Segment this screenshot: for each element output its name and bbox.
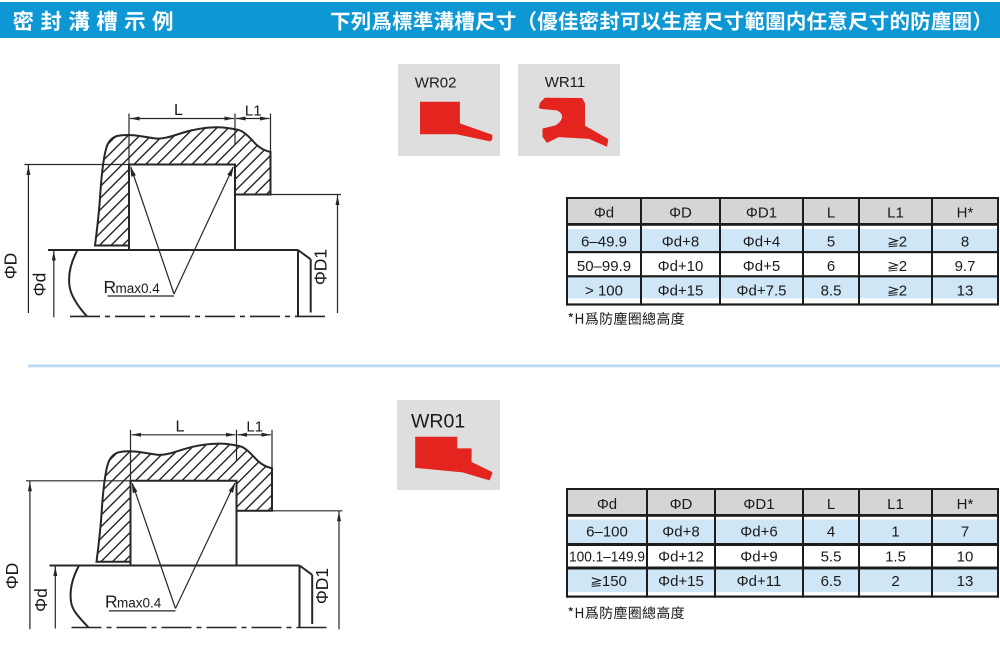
svg-text:WR11: WR11	[545, 74, 586, 91]
svg-text:L: L	[176, 418, 185, 435]
svg-text:5: 5	[827, 234, 835, 251]
svg-text:R: R	[105, 592, 118, 612]
svg-text:4: 4	[827, 524, 835, 541]
svg-text:Φd+11: Φd+11	[737, 573, 782, 590]
svg-text:Φd: Φd	[29, 273, 49, 297]
svg-text:Φd+8: Φd+8	[662, 234, 699, 251]
svg-text:8: 8	[961, 234, 969, 251]
svg-text:ΦD1: ΦD1	[311, 249, 331, 285]
svg-text:max0.4: max0.4	[117, 596, 162, 611]
svg-text:1: 1	[891, 524, 899, 541]
svg-text:Φd: Φd	[31, 588, 51, 612]
svg-text:ΦD: ΦD	[2, 563, 22, 590]
svg-text:ΦD: ΦD	[0, 253, 20, 280]
svg-text:> 100: > 100	[585, 282, 623, 299]
svg-text:Φd+8: Φd+8	[662, 524, 699, 541]
svg-text:150: 150	[602, 573, 627, 590]
svg-text:Φd: Φd	[594, 205, 614, 222]
svg-text:7: 7	[961, 524, 969, 541]
svg-text:max0.4: max0.4	[116, 281, 161, 296]
svg-text:6–49.9: 6–49.9	[581, 234, 627, 251]
svg-text:H*: H*	[957, 205, 974, 222]
svg-text:L: L	[827, 496, 835, 513]
svg-text:Φd+4: Φd+4	[743, 234, 780, 251]
svg-text:2: 2	[899, 234, 907, 251]
svg-text:Φd+10: Φd+10	[658, 258, 704, 275]
svg-text:L: L	[827, 205, 835, 222]
svg-text:9.7: 9.7	[955, 258, 976, 275]
svg-text:6: 6	[827, 258, 835, 275]
svg-text:2: 2	[891, 573, 899, 590]
svg-text:8.5: 8.5	[821, 282, 842, 299]
svg-text:L1: L1	[245, 102, 262, 119]
svg-text:L: L	[174, 102, 183, 119]
svg-text:2: 2	[899, 258, 907, 275]
svg-text:13: 13	[957, 282, 974, 299]
svg-text:H*: H*	[957, 496, 974, 513]
svg-text:Φd+12: Φd+12	[658, 549, 704, 566]
svg-text:Φd+9: Φd+9	[740, 549, 777, 566]
svg-text:R: R	[104, 277, 117, 297]
svg-text:5.5: 5.5	[821, 549, 842, 566]
svg-text:ΦD1: ΦD1	[743, 496, 774, 513]
svg-text:WR01: WR01	[411, 411, 465, 433]
svg-text:100.1–149.9: 100.1–149.9	[569, 549, 645, 566]
svg-text:2: 2	[899, 282, 907, 299]
svg-text:Φd+15: Φd+15	[658, 282, 704, 299]
svg-text:10: 10	[957, 549, 974, 566]
svg-text:Φd+5: Φd+5	[743, 258, 780, 275]
svg-text:ΦD1: ΦD1	[746, 205, 777, 222]
svg-text:ΦD: ΦD	[669, 205, 692, 222]
svg-text:WR02: WR02	[415, 75, 457, 92]
svg-text:Φd+7.5: Φd+7.5	[737, 282, 787, 299]
svg-text:L1: L1	[887, 496, 904, 513]
svg-text:L1: L1	[246, 419, 263, 436]
svg-text:Φd+15: Φd+15	[658, 573, 704, 590]
svg-text:Φd: Φd	[597, 496, 617, 513]
svg-text:6–100: 6–100	[586, 524, 628, 541]
svg-text:Φd+6: Φd+6	[740, 524, 777, 541]
svg-text:ΦD1: ΦD1	[312, 568, 332, 604]
svg-text:13: 13	[957, 573, 974, 590]
svg-text:ΦD: ΦD	[670, 496, 693, 513]
svg-text:6.5: 6.5	[821, 573, 842, 590]
svg-text:L1: L1	[887, 205, 904, 222]
svg-text:50–99.9: 50–99.9	[577, 258, 631, 275]
svg-text:1.5: 1.5	[885, 549, 906, 566]
